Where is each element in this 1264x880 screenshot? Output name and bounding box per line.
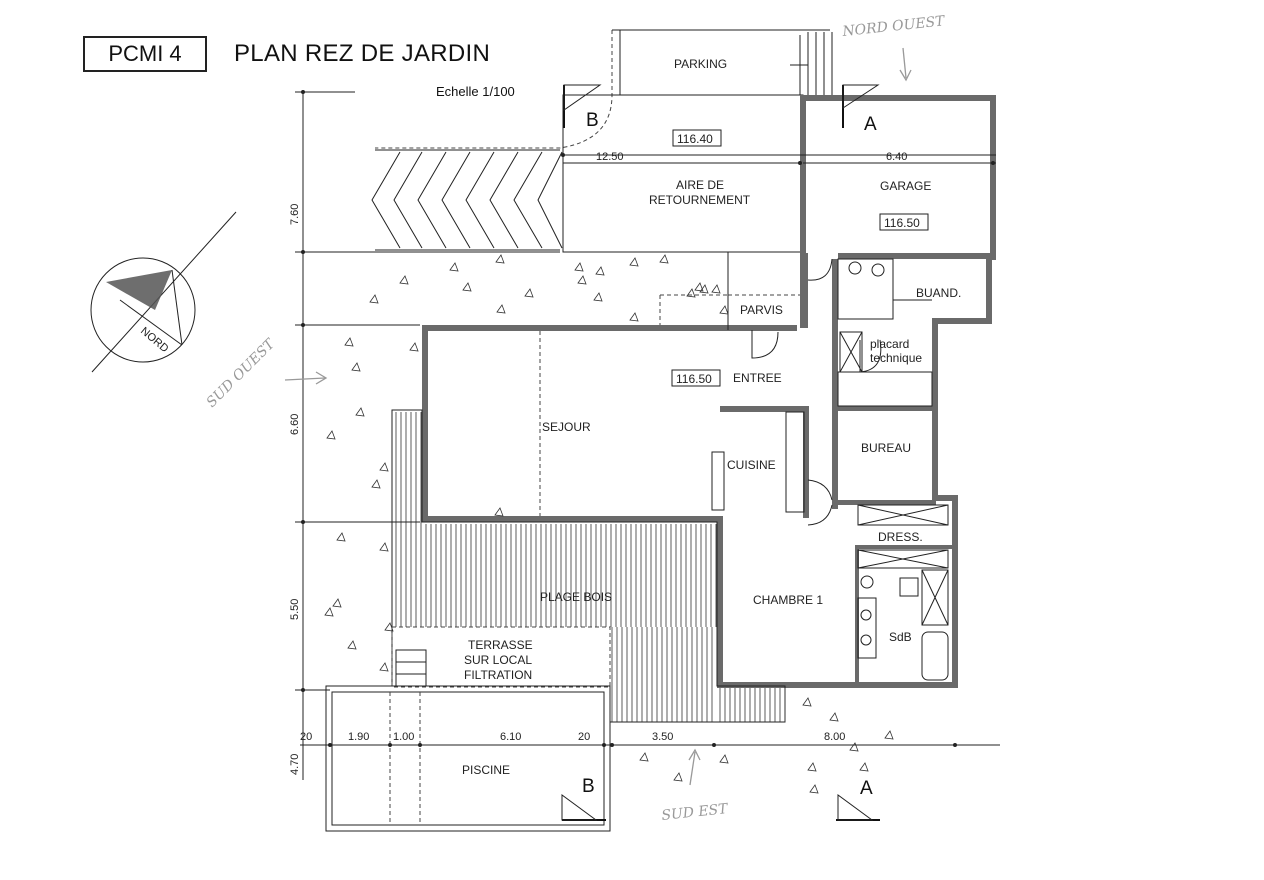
- label-sejour: SEJOUR: [542, 420, 591, 434]
- section-mark-b-bottom: B: [561, 776, 606, 821]
- driveway-stripes: [371, 149, 563, 251]
- garage-walls: [800, 95, 996, 260]
- dim-7-60: 7.60: [289, 204, 301, 225]
- dim-6-60: 6.60: [289, 414, 301, 435]
- level-entree: 116.50: [676, 372, 712, 386]
- svg-text:A: A: [864, 114, 877, 135]
- garden-texture: [324, 254, 894, 794]
- label-cuisine: CUISINE: [727, 458, 776, 472]
- sheet-code: PCMI 4: [83, 36, 207, 72]
- parking-outline: [375, 29, 833, 149]
- note-nord-ouest: NORD OUEST: [841, 13, 947, 40]
- dim-5-50: 5.50: [289, 599, 301, 620]
- label-placard-2: technique: [870, 351, 922, 365]
- pool: [325, 685, 611, 832]
- level-aire: 116.40: [677, 132, 713, 146]
- label-buanderie: BUAND.: [916, 286, 961, 300]
- compass-label: NORD: [138, 325, 171, 355]
- dim-b-3-50: 3.50: [652, 731, 673, 743]
- arrow-icon: [284, 47, 912, 786]
- plan-title: PLAN REZ DE JARDIN: [234, 40, 491, 67]
- label-bureau: BUREAU: [861, 441, 911, 455]
- interior-lines: [539, 252, 949, 681]
- dim-aire-width: 12.50: [596, 151, 624, 163]
- label-parking: PARKING: [674, 57, 727, 71]
- dim-b-20a: 20: [300, 731, 312, 743]
- note-sud-est: SUD EST: [661, 801, 730, 824]
- dim-b-1-00: 1.00: [393, 731, 414, 743]
- label-placard-1: placard: [870, 337, 909, 351]
- label-chambre: CHAMBRE 1: [753, 593, 823, 607]
- label-piscine: PISCINE: [462, 763, 510, 777]
- house-walls: [422, 253, 992, 688]
- terrasse-filtration: [391, 626, 611, 688]
- section-mark-a-top: A: [842, 84, 880, 135]
- label-terrasse-1: TERRASSE: [468, 638, 533, 652]
- scale-label: Echelle 1/100: [436, 84, 515, 99]
- dim-b-6-10: 6.10: [500, 731, 521, 743]
- label-aire-1: AIRE DE: [676, 178, 724, 192]
- label-terrasse-3: FILTRATION: [464, 668, 532, 682]
- dim-b-1-90: 1.90: [348, 731, 369, 743]
- dim-4-70: 4.70: [289, 754, 301, 775]
- svg-text:B: B: [586, 110, 599, 131]
- dim-garage-width: 6.40: [886, 151, 907, 163]
- svg-text:A: A: [860, 778, 873, 799]
- level-garage: 116.50: [884, 216, 920, 230]
- label-garage: GARAGE: [880, 179, 931, 193]
- label-entree: ENTREE: [733, 371, 782, 385]
- label-aire-2: RETOURNEMENT: [649, 193, 751, 207]
- label-sdb: SdB: [889, 630, 912, 644]
- label-dressing: DRESS.: [878, 530, 923, 544]
- compass-rose: NORD: [90, 211, 237, 373]
- wood-deck: [391, 409, 786, 723]
- section-mark-a-bottom: A: [836, 778, 880, 821]
- dim-b-20b: 20: [578, 731, 590, 743]
- note-sud-ouest: SUD OUEST: [204, 335, 280, 411]
- label-parvis: PARVIS: [740, 303, 783, 317]
- label-terrasse-2: SUR LOCAL: [464, 653, 532, 667]
- aire-retournement: [562, 94, 804, 253]
- svg-text:B: B: [582, 776, 595, 797]
- section-mark-b-top: B: [563, 84, 602, 131]
- dimension-lines: [295, 90, 1000, 780]
- label-plage: PLAGE BOIS: [540, 590, 612, 604]
- dim-b-8-00: 8.00: [824, 731, 845, 743]
